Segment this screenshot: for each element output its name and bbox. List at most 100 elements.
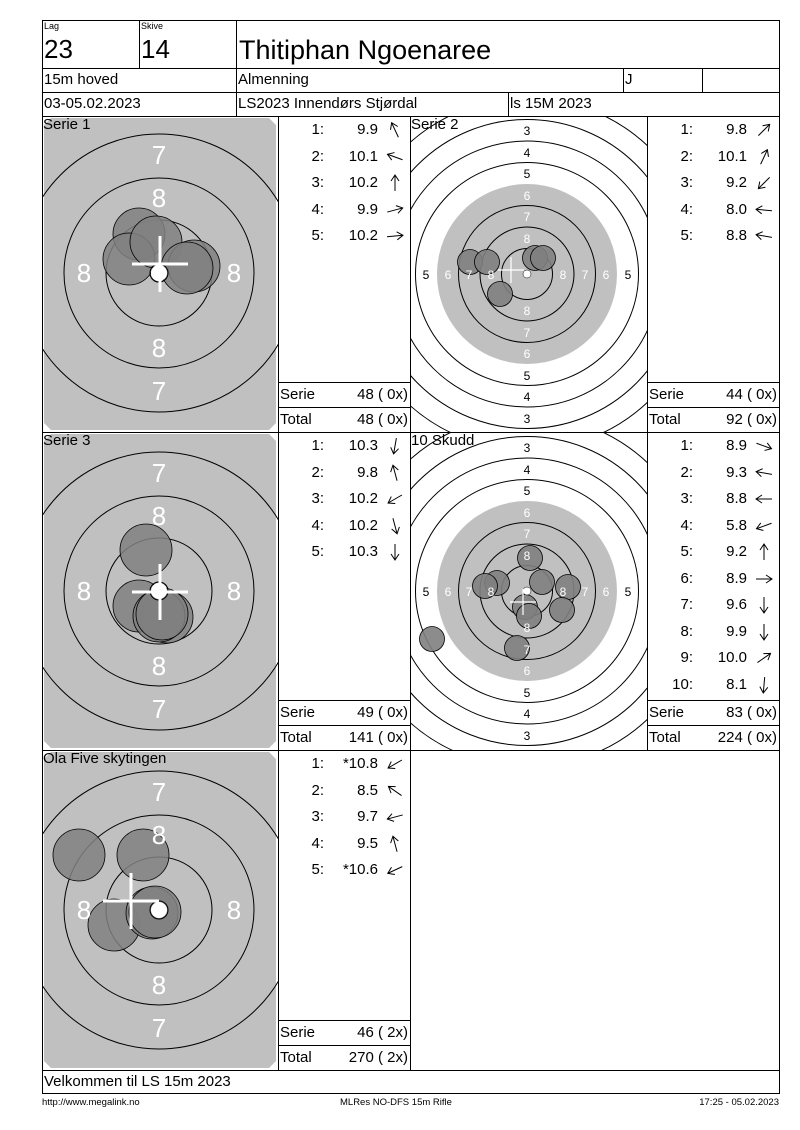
direction-arrow-icon [387,204,404,214]
shot-number: 2: [680,463,693,481]
divider [702,68,703,93]
shot-number: 10: [672,675,693,693]
direction-arrow-icon [757,123,771,137]
target-ring [458,522,596,660]
direction-arrow-icon [386,151,403,160]
shot-score: 10.0 [717,649,747,666]
class-code: J [625,71,633,88]
shot-score: 8.8 [726,227,747,244]
shot-row: 3:10.2 [278,488,410,510]
target-ring [43,133,279,413]
direction-arrow-icon [390,834,399,852]
footer-message: Velkommen til LS 15m 2023 [44,1073,231,1090]
shot-row: 5:*10.6 [278,859,410,881]
shot-row: 4:10.2 [278,515,410,537]
target-center [522,269,532,279]
shot-hole [517,545,543,571]
footer-website[interactable]: http://www.megalink.no [42,1097,140,1108]
ring-label: 7 [152,694,166,724]
ring-label: 8 [152,820,166,850]
divider [42,432,780,433]
ring-label: 7 [152,1013,166,1043]
divider [779,20,780,1094]
series-title: 10 Skudd [411,432,475,449]
shot-score: *10.6 [342,861,378,878]
ring-label: 6 [445,268,452,282]
ring-label: 8 [152,970,166,1000]
shot-row: 4:9.5 [278,833,410,855]
shot-hole [504,635,530,661]
ring-label: 5 [625,585,632,599]
shot-score: 8.5 [357,781,378,799]
shot-number: 4: [680,200,693,218]
divider [42,1070,780,1071]
shot-hole [474,249,500,275]
total-value: 270 ( 2x) [348,1049,408,1066]
lag-label: Lag [44,21,60,31]
shot-row: 1:8.9 [647,435,779,457]
shot-row: 2: 8.5 [278,780,410,802]
shot-number: 8: [680,622,693,640]
shot-row: 1:*10.8 [278,753,410,775]
ring-label: 8 [524,232,531,246]
shot-hole [530,245,556,271]
direction-arrow-icon [391,517,400,535]
serie-label: Serie [649,386,685,403]
divider [410,116,411,1071]
shot-row: 2:10.1 [278,146,410,168]
divider [508,92,509,117]
serie-label: Serie [280,1024,316,1041]
total-label: Total [649,411,681,428]
target-ring [63,177,255,369]
shooter-name: Thitiphan Ngoenaree [239,35,492,65]
series-title: Ola Five skytingen [43,750,167,767]
shot-number: 3: [680,490,693,507]
direction-arrow-icon [387,494,403,504]
ring-label: 5 [524,369,531,383]
shot-row: 3:8.8 [647,488,779,510]
target-ring [43,451,279,731]
direction-arrow-icon [386,231,404,241]
shot-number: 3: [311,490,324,507]
direction-arrow-icon [386,866,403,875]
shot-row: 3:10.2 [278,172,410,194]
shot-score: 8.9 [726,437,747,454]
ring-label: 7 [466,268,473,282]
competition-name: ls 15M 2023 [510,95,592,112]
shot-number: 5: [311,543,324,560]
direction-arrow-icon [755,231,772,240]
shot-row: 7:9.6 [647,594,779,616]
ring-label: 8 [227,895,241,925]
ring-label: 3 [524,412,531,426]
shot-row: 3:9.2 [647,172,779,194]
total-label: Total [280,729,312,746]
ring-label: 5 [524,484,531,498]
divider [278,116,279,1071]
ring-label: 8 [152,183,166,213]
shot-hole [487,281,513,307]
shot-hole [419,626,445,652]
target-ring [479,226,575,322]
total-label: Total [280,1049,312,1066]
direction-arrow-icon [759,597,769,614]
ring-label: 8 [524,549,531,563]
ring-label: 8 [560,585,567,599]
ring-label: 7 [152,458,166,488]
shot-row: 1:9.9 [278,119,410,141]
series-title: Serie 2 [411,116,459,133]
shot-number: 2: [311,781,324,799]
divider [42,20,780,21]
shot-row: 2:10.1 [647,146,779,168]
shot-number: 1: [680,121,693,138]
direction-arrow-icon [387,785,402,796]
target-ring [43,770,279,1050]
shot-number: 4: [311,200,324,218]
shot-score: 5.8 [726,516,747,534]
total-label: Total [649,729,681,746]
shot-score: 9.7 [357,808,378,825]
